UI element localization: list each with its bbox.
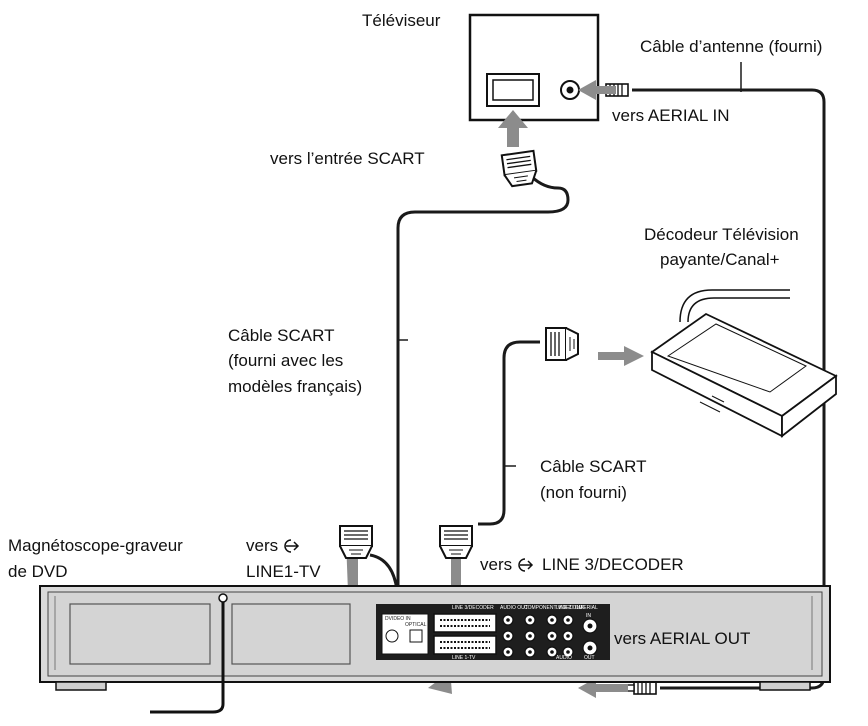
arrow-decoder	[598, 346, 644, 366]
label-to-line1-suffix: LINE1-TV	[246, 562, 321, 581]
panel-label-aerial: AERIAL	[580, 605, 598, 611]
label-decoder-1: Décodeur Télévision	[644, 225, 799, 244]
scart-plug-line1	[339, 525, 373, 559]
panel-label-audio-out: AUDIO OUT	[500, 605, 528, 611]
label-to-scart-input: vers l’entrée SCART	[270, 149, 425, 168]
coax-plug-recorder	[626, 681, 657, 695]
panel-label-dvd-in: DVIDEO IN	[385, 616, 411, 622]
panel-label-component: COMPONENT VIDEO OUT	[524, 605, 585, 611]
panel-label-line2-out: LINE 2 OUT	[556, 605, 583, 611]
label-to-aerial-in: vers AERIAL IN	[612, 106, 729, 125]
recorder-scart-line3	[433, 613, 497, 633]
label-scart-supplied-2: (fourni avec les	[228, 351, 343, 370]
panel-label-in: IN	[586, 613, 591, 619]
panel-label-line1: LINE 1-TV	[452, 655, 476, 661]
label-recorder-1: Magnétoscope-graveur	[8, 536, 183, 555]
scart-plug-decoder	[545, 327, 579, 361]
arrow-aerial-in	[578, 80, 616, 100]
label-decoder-2: payante/Canal+	[660, 250, 780, 269]
dvd-recorder: LINE 3/DECODER AUDIO OUT COMPONENT VIDEO…	[39, 585, 831, 714]
label-antenna-cable: Câble d’antenne (fourni)	[640, 37, 822, 56]
labels: Téléviseur Câble d’antenne (fourni) vers…	[8, 11, 822, 648]
label-recorder-2: de DVD	[8, 562, 68, 581]
label-to-line3-suffix: LINE 3/DECODER	[542, 555, 684, 574]
panel-label-optical: OPTICAL	[405, 622, 427, 628]
label-to-line3-prefix: vers	[480, 555, 512, 574]
arrow-scart-tv	[498, 110, 528, 147]
scart-cable-not-supplied	[439, 327, 579, 559]
television	[468, 13, 600, 122]
label-scart-supplied-3: modèles français)	[228, 377, 362, 396]
label-scart-not-supplied-2: (non fourni)	[540, 483, 627, 502]
label-scart-not-supplied-1: Câble SCART	[540, 457, 646, 476]
arrow-line3	[444, 540, 468, 622]
label-scart-supplied-1: Câble SCART	[228, 326, 334, 345]
panel-label-audio: AUDIO	[556, 655, 572, 661]
label-to-aerial-out: vers AERIAL OUT	[614, 629, 750, 648]
input-arrow-icon	[284, 539, 300, 553]
panel-label-out: OUT	[584, 655, 595, 661]
label-tv: Téléviseur	[362, 11, 441, 30]
recorder-scart-line1	[433, 635, 497, 655]
scart-plug-line3	[439, 525, 473, 559]
scart-plug-tv	[500, 149, 539, 189]
panel-label-line3: LINE 3/DECODER	[452, 605, 494, 611]
label-to-line1-prefix: vers	[246, 536, 278, 555]
input-arrow-icon	[518, 558, 534, 572]
decoder-box	[650, 289, 838, 438]
